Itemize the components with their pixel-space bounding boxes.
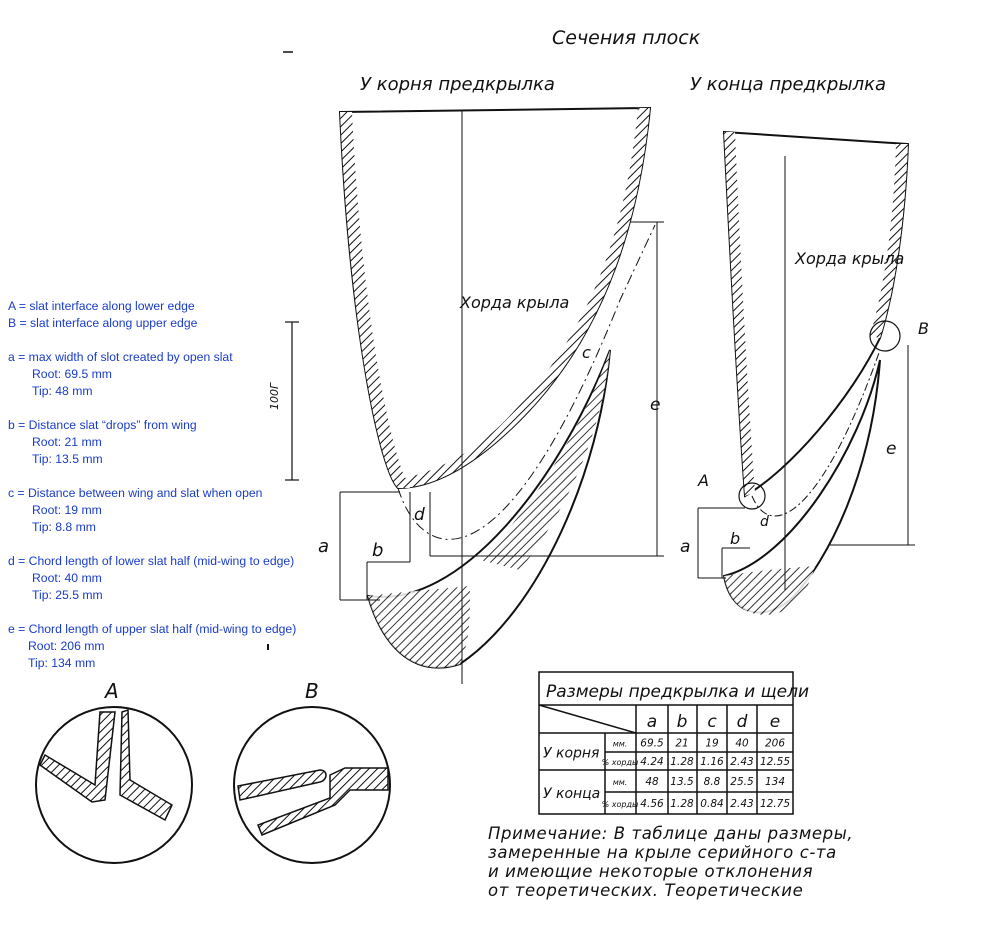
table-value-cell: 25.5 bbox=[730, 776, 754, 788]
table-col-header: a bbox=[647, 712, 657, 732]
table-unit-cell: мм. bbox=[613, 740, 628, 749]
dim-b-left-label: b bbox=[372, 540, 383, 561]
legend-b-root: Root: 21 mm bbox=[32, 435, 102, 449]
legend-d-root: Root: 40 mm bbox=[32, 571, 102, 585]
stray-vertical-label: 100Г bbox=[268, 382, 281, 410]
detail-A-circle bbox=[35, 706, 193, 864]
note-line-4: от теоретических. Теоретические bbox=[488, 881, 804, 900]
legend-A: A = slat interface along lower edge bbox=[8, 299, 195, 313]
legend-d-tip: Tip: 25.5 mm bbox=[32, 588, 103, 602]
legend-B: B = slat interface along upper edge bbox=[8, 316, 198, 330]
legend-d-title: d = Chord length of lower slat half (mid… bbox=[8, 554, 295, 568]
left-section-heading: У корня предкрылка bbox=[360, 74, 555, 95]
legend-e-root: Root: 206 mm bbox=[28, 639, 105, 653]
table-value-cell: 19 bbox=[705, 738, 719, 750]
left-chord-label: Хорда крыла bbox=[459, 293, 569, 312]
legend-c-tip: Tip: 8.8 mm bbox=[32, 520, 96, 534]
note-line-1: Примечание: В таблице даны размеры, bbox=[488, 824, 854, 843]
dim-b-right-label: b bbox=[730, 529, 740, 548]
table-unit-cell: % хорды bbox=[602, 800, 639, 809]
legend-c-title: c = Distance between wing and slat when … bbox=[8, 486, 263, 500]
right-chord-label: Хорда крыла bbox=[794, 249, 904, 268]
table-value-cell: 69.5 bbox=[640, 738, 664, 750]
drawing-title: Сечения плоск bbox=[552, 27, 701, 49]
table-value-cell: 1.28 bbox=[670, 798, 694, 810]
table-col-header: e bbox=[770, 712, 780, 732]
table-value-cell: 0.84 bbox=[700, 798, 723, 810]
legend-a-tip: Tip: 48 mm bbox=[32, 384, 93, 398]
legend-b-tip: Tip: 13.5 mm bbox=[32, 452, 103, 466]
table-title: Размеры предкрылка и щели bbox=[546, 682, 809, 702]
legend-c-root: Root: 19 mm bbox=[32, 503, 102, 517]
dim-d-left-label: d bbox=[414, 505, 425, 525]
legend-e-tip: Tip: 134 mm bbox=[28, 656, 96, 670]
root-airfoil-section bbox=[267, 106, 664, 684]
table-value-cell: 4.56 bbox=[640, 798, 664, 810]
right-section-heading: У конца предкрылка bbox=[690, 74, 886, 95]
dim-d-right-label: d bbox=[760, 514, 769, 530]
note-line-2: замеренные на крыле серийного с-та bbox=[488, 843, 837, 862]
table-value-cell: 8.8 bbox=[704, 776, 721, 788]
dim-B-label: B bbox=[918, 319, 929, 338]
table-value-cell: 48 bbox=[645, 776, 659, 788]
detail-B-circle bbox=[233, 706, 391, 864]
table-unit-cell: мм. bbox=[613, 778, 628, 787]
note-text: Примечание: В таблице даны размеры, заме… bbox=[488, 824, 908, 900]
table-value-cell: 206 bbox=[765, 738, 785, 750]
note-line-3: и имеющие некоторые отклонения bbox=[488, 862, 814, 881]
dim-A-label: A bbox=[697, 471, 709, 490]
dim-e-left-label: e bbox=[650, 395, 660, 415]
table-col-header: d bbox=[737, 712, 748, 732]
table-col-header: c bbox=[707, 712, 717, 732]
legend-e-title: e = Chord length of upper slat half (mid… bbox=[8, 622, 297, 636]
table-value-cell: 2.43 bbox=[730, 798, 753, 810]
tip-airfoil-section bbox=[697, 130, 915, 615]
dim-c-label: c bbox=[582, 343, 591, 362]
table-value-cell: 1.16 bbox=[700, 756, 724, 768]
dimensions-table bbox=[538, 671, 794, 815]
table-value-cell: 2.43 bbox=[730, 756, 753, 768]
table-value-cell: 4.24 bbox=[640, 756, 663, 768]
legend-panel: A = slat interface along lower edge B = … bbox=[8, 298, 338, 672]
table-unit-cell: % хорды bbox=[602, 758, 639, 767]
table-value-cell: 21 bbox=[675, 738, 688, 750]
table-value-cell: 13.5 bbox=[670, 776, 694, 788]
legend-b-title: b = Distance slat “drops” from wing bbox=[8, 418, 197, 432]
dim-e-right-label: e bbox=[886, 439, 896, 459]
detail-B-title: B bbox=[305, 679, 319, 703]
table-value-cell: 12.75 bbox=[760, 798, 790, 810]
dim-a-right-label: a bbox=[680, 537, 690, 557]
table-col-header: b bbox=[677, 712, 688, 732]
table-group-label: У конца bbox=[543, 786, 600, 802]
table-group-label: У корня bbox=[543, 746, 599, 762]
table-value-cell: 40 bbox=[735, 738, 749, 750]
table-value-cell: 1.28 bbox=[670, 756, 694, 768]
dim-a-left-label: a bbox=[318, 536, 329, 557]
detail-A-title: A bbox=[103, 679, 119, 703]
table-value-cell: 134 bbox=[765, 776, 785, 788]
legend-a-root: Root: 69.5 mm bbox=[32, 367, 112, 381]
table-value-cell: 12.55 bbox=[760, 756, 790, 768]
legend-a-title: a = max width of slot created by open sl… bbox=[8, 350, 233, 364]
